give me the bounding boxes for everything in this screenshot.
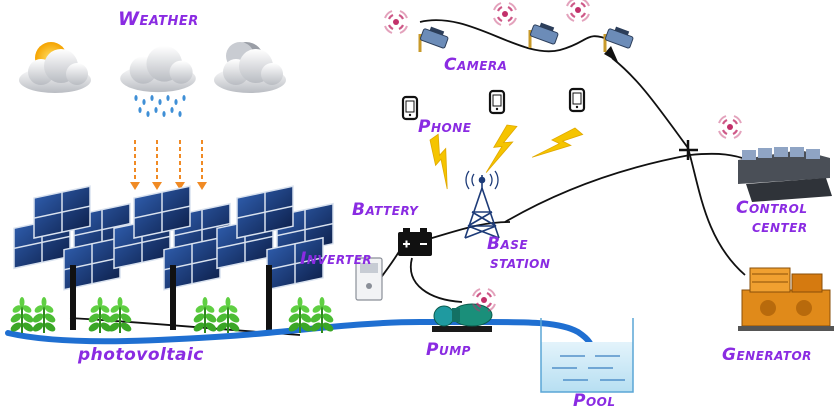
- wireless-badge-icon: [383, 9, 409, 35]
- pump-icon: [432, 303, 493, 332]
- control-center-label-line1: Control: [736, 198, 808, 218]
- battery-icon: [398, 228, 432, 256]
- base-station-label-line1: Base: [487, 234, 529, 254]
- battery-label: Battery: [352, 200, 419, 220]
- rain-cloud-icon: [120, 45, 196, 117]
- camera-label: Camera: [444, 55, 508, 75]
- plant-icon: [308, 296, 336, 335]
- plant-icon: [191, 296, 219, 335]
- plant-icon: [214, 296, 242, 335]
- water-pipe: [5, 319, 595, 355]
- phone-icon: [488, 89, 506, 115]
- solar-panel-icon: [216, 185, 334, 291]
- pool-label: Pool: [573, 391, 616, 409]
- inverter-icon: [355, 257, 383, 301]
- camera-icon: [418, 25, 450, 54]
- tower-icon: [464, 170, 500, 239]
- signal-bolt-icon: [485, 122, 518, 177]
- wireless-badge-icon: [565, 0, 591, 23]
- pump-label: Pump: [426, 340, 471, 360]
- rain-arrow-icon: [130, 140, 207, 190]
- inverter-label: Inverter: [300, 249, 373, 269]
- arrowhead: [604, 46, 618, 62]
- plant-icon: [30, 296, 58, 335]
- phone-label: Phone: [418, 117, 472, 137]
- pool-icon: [540, 318, 634, 393]
- signal-bolt-icon: [531, 118, 584, 174]
- control-center-label-line2: center: [752, 217, 808, 237]
- photovoltaic-label: photovoltaic: [78, 345, 204, 365]
- plant-icon: [8, 296, 36, 335]
- control-center-icon: [738, 147, 832, 202]
- moon-cloud-icon: [214, 42, 286, 93]
- phone-icon: [401, 95, 419, 121]
- plant-icon: [286, 296, 314, 335]
- generator-label: Generator: [722, 345, 812, 365]
- wireless-badge-icon: [717, 114, 743, 140]
- phone-icon: [568, 87, 586, 113]
- weather-label: Weather: [118, 8, 199, 30]
- generator-icon: [738, 267, 834, 331]
- camera-icon: [528, 21, 560, 50]
- wireless-badge-icon: [492, 1, 518, 27]
- base-station-label-line2: station: [490, 253, 551, 273]
- plant-icon: [106, 296, 134, 335]
- sun-cloud-icon: [19, 42, 91, 93]
- signal-bolt-icon: [418, 133, 468, 190]
